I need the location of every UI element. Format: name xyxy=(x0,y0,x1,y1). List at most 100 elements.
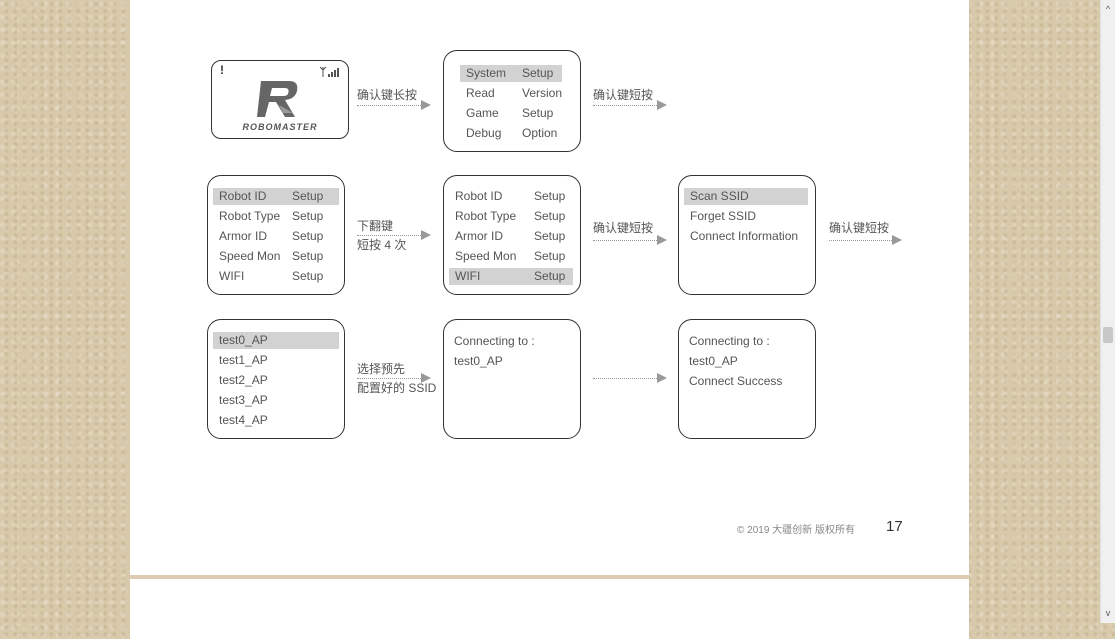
alert-icon: ! xyxy=(220,63,224,77)
menu-row: Speed Mon Setup xyxy=(449,248,573,265)
arrow-3 xyxy=(357,229,431,241)
success-line-3: Connect Success xyxy=(689,374,783,388)
menu-row-value: Setup xyxy=(292,229,324,243)
menu-row-value: Setup xyxy=(534,269,566,283)
menu-row-label: Robot ID xyxy=(455,189,503,203)
menu-row-value: Setup xyxy=(292,209,324,223)
label-scroll-down: 下翻键 xyxy=(357,219,394,233)
arrow-5 xyxy=(829,234,902,246)
page-separator xyxy=(130,575,969,579)
menu-row-label: Robot Type xyxy=(219,209,281,223)
menu-row-label: WIFI xyxy=(219,269,245,283)
wifi-menu-list: Scan SSID Forget SSID Connect Information xyxy=(679,176,815,294)
menu-row: Robot ID Setup xyxy=(213,188,339,205)
menu-row-label: Robot ID xyxy=(219,189,267,203)
arrow-6 xyxy=(357,372,431,384)
scroll-thumb[interactable] xyxy=(1103,327,1113,343)
menu-row-value: Setup xyxy=(292,189,324,203)
menu-row: test4_AP xyxy=(213,412,339,429)
menu-row: Armor ID Setup xyxy=(213,228,339,245)
connecting-line-2: test0_AP xyxy=(454,354,503,368)
menu-row-value: Setup xyxy=(534,229,566,243)
success-line-1: Connecting to : xyxy=(689,334,770,348)
menu-row: WIFI Setup xyxy=(213,268,339,285)
robomaster-brand: ROBOMASTER xyxy=(242,122,318,132)
menu-row-value: Setup xyxy=(292,269,324,283)
menu-row: test3_AP xyxy=(213,392,339,409)
menu-row-label: Forget SSID xyxy=(690,209,757,223)
screen-wifi-menu: Scan SSID Forget SSID Connect Information xyxy=(678,175,816,295)
label-preconfigured-ssid: 配置好的 SSID xyxy=(357,381,437,395)
menu-row-value: Setup xyxy=(534,189,566,203)
menu-row-value: Setup xyxy=(522,66,554,80)
page-number: 17 xyxy=(886,518,903,535)
arrow-7 xyxy=(593,372,667,384)
scroll-up-icon[interactable]: ^ xyxy=(1105,4,1111,14)
menu-row: test1_AP xyxy=(213,352,339,369)
menu-row: Robot Type Setup xyxy=(213,208,339,225)
menu-row-label: test2_AP xyxy=(219,373,268,387)
menu-row-label: Read xyxy=(466,86,495,100)
signal-icon xyxy=(320,66,339,77)
menu-row-label: Speed Mon xyxy=(455,249,517,263)
menu-row-label: test1_AP xyxy=(219,353,268,367)
menu-row-label: test4_AP xyxy=(219,413,268,427)
label-long-press: 确认键长按 xyxy=(357,88,418,102)
menu-row-value: Setup xyxy=(522,106,554,120)
menu-row: test2_AP xyxy=(213,372,339,389)
menu-row-label: Game xyxy=(466,106,499,120)
menu-row: Forget SSID xyxy=(684,208,808,225)
menu-row-value: Setup xyxy=(534,249,566,263)
menu-row-label: test0_AP xyxy=(219,333,268,347)
screen-ssid-list: test0_AP test1_AP test2_AP test3_AP test4_AP xyxy=(207,319,345,439)
robomaster-logo-icon xyxy=(257,81,298,117)
menu-row: Read Version xyxy=(460,85,562,102)
menu-row: Debug Option xyxy=(460,125,562,142)
menu-row-value: Option xyxy=(522,126,558,140)
next-page xyxy=(130,579,969,639)
menu-row: System Setup xyxy=(460,65,562,82)
menu-row: Robot ID Setup xyxy=(449,188,573,205)
menu-row: Game Setup xyxy=(460,105,562,122)
menu-row-label: System xyxy=(466,66,507,80)
connecting-line-1: Connecting to : xyxy=(454,334,535,348)
menu-row-label: Connect Information xyxy=(690,229,799,243)
label-short-press: 确认键短按 xyxy=(593,88,654,102)
label-press-4-times: 短按 4 次 xyxy=(357,238,407,252)
menu-row-label: Scan SSID xyxy=(690,189,749,203)
success-line-2: test0_AP xyxy=(689,354,738,368)
menu-row-label: WIFI xyxy=(455,269,481,283)
scroll-down-icon[interactable]: v xyxy=(1105,608,1111,618)
screen-connect-success: Connecting to : test0_AP Connect Success xyxy=(678,319,816,439)
menu-row: Robot Type Setup xyxy=(449,208,573,225)
menu-row-label: Robot Type xyxy=(455,209,517,223)
arrow-1 xyxy=(357,99,431,111)
copyright: © 2019 大疆创新 版权所有 xyxy=(737,525,855,536)
ssid-list: test0_AP test1_AP test2_AP test3_AP test4_AP xyxy=(208,320,344,438)
menu-row: WIFI Setup xyxy=(449,268,573,285)
label-short-press-3: 确认键短按 xyxy=(829,221,890,235)
label-select-ssid: 选择预先 xyxy=(357,362,406,376)
screen-splash: ! ROBOMASTER xyxy=(211,60,349,139)
menu-row-value: Setup xyxy=(292,249,324,263)
menu-row-label: test3_AP xyxy=(219,393,268,407)
menu-row-value: Version xyxy=(522,86,563,100)
menu-row: Connect Information xyxy=(684,228,808,245)
menu-row-label: Debug xyxy=(466,126,502,140)
menu-row-value: Setup xyxy=(534,209,566,223)
arrow-4 xyxy=(593,234,667,246)
scrollbar[interactable]: ^ v xyxy=(1100,0,1115,623)
menu-row: test0_AP xyxy=(213,332,339,349)
label-short-press-2: 确认键短按 xyxy=(593,221,654,235)
screen-connecting: Connecting to : test0_AP xyxy=(443,319,581,439)
menu-row-label: Armor ID xyxy=(219,229,267,243)
